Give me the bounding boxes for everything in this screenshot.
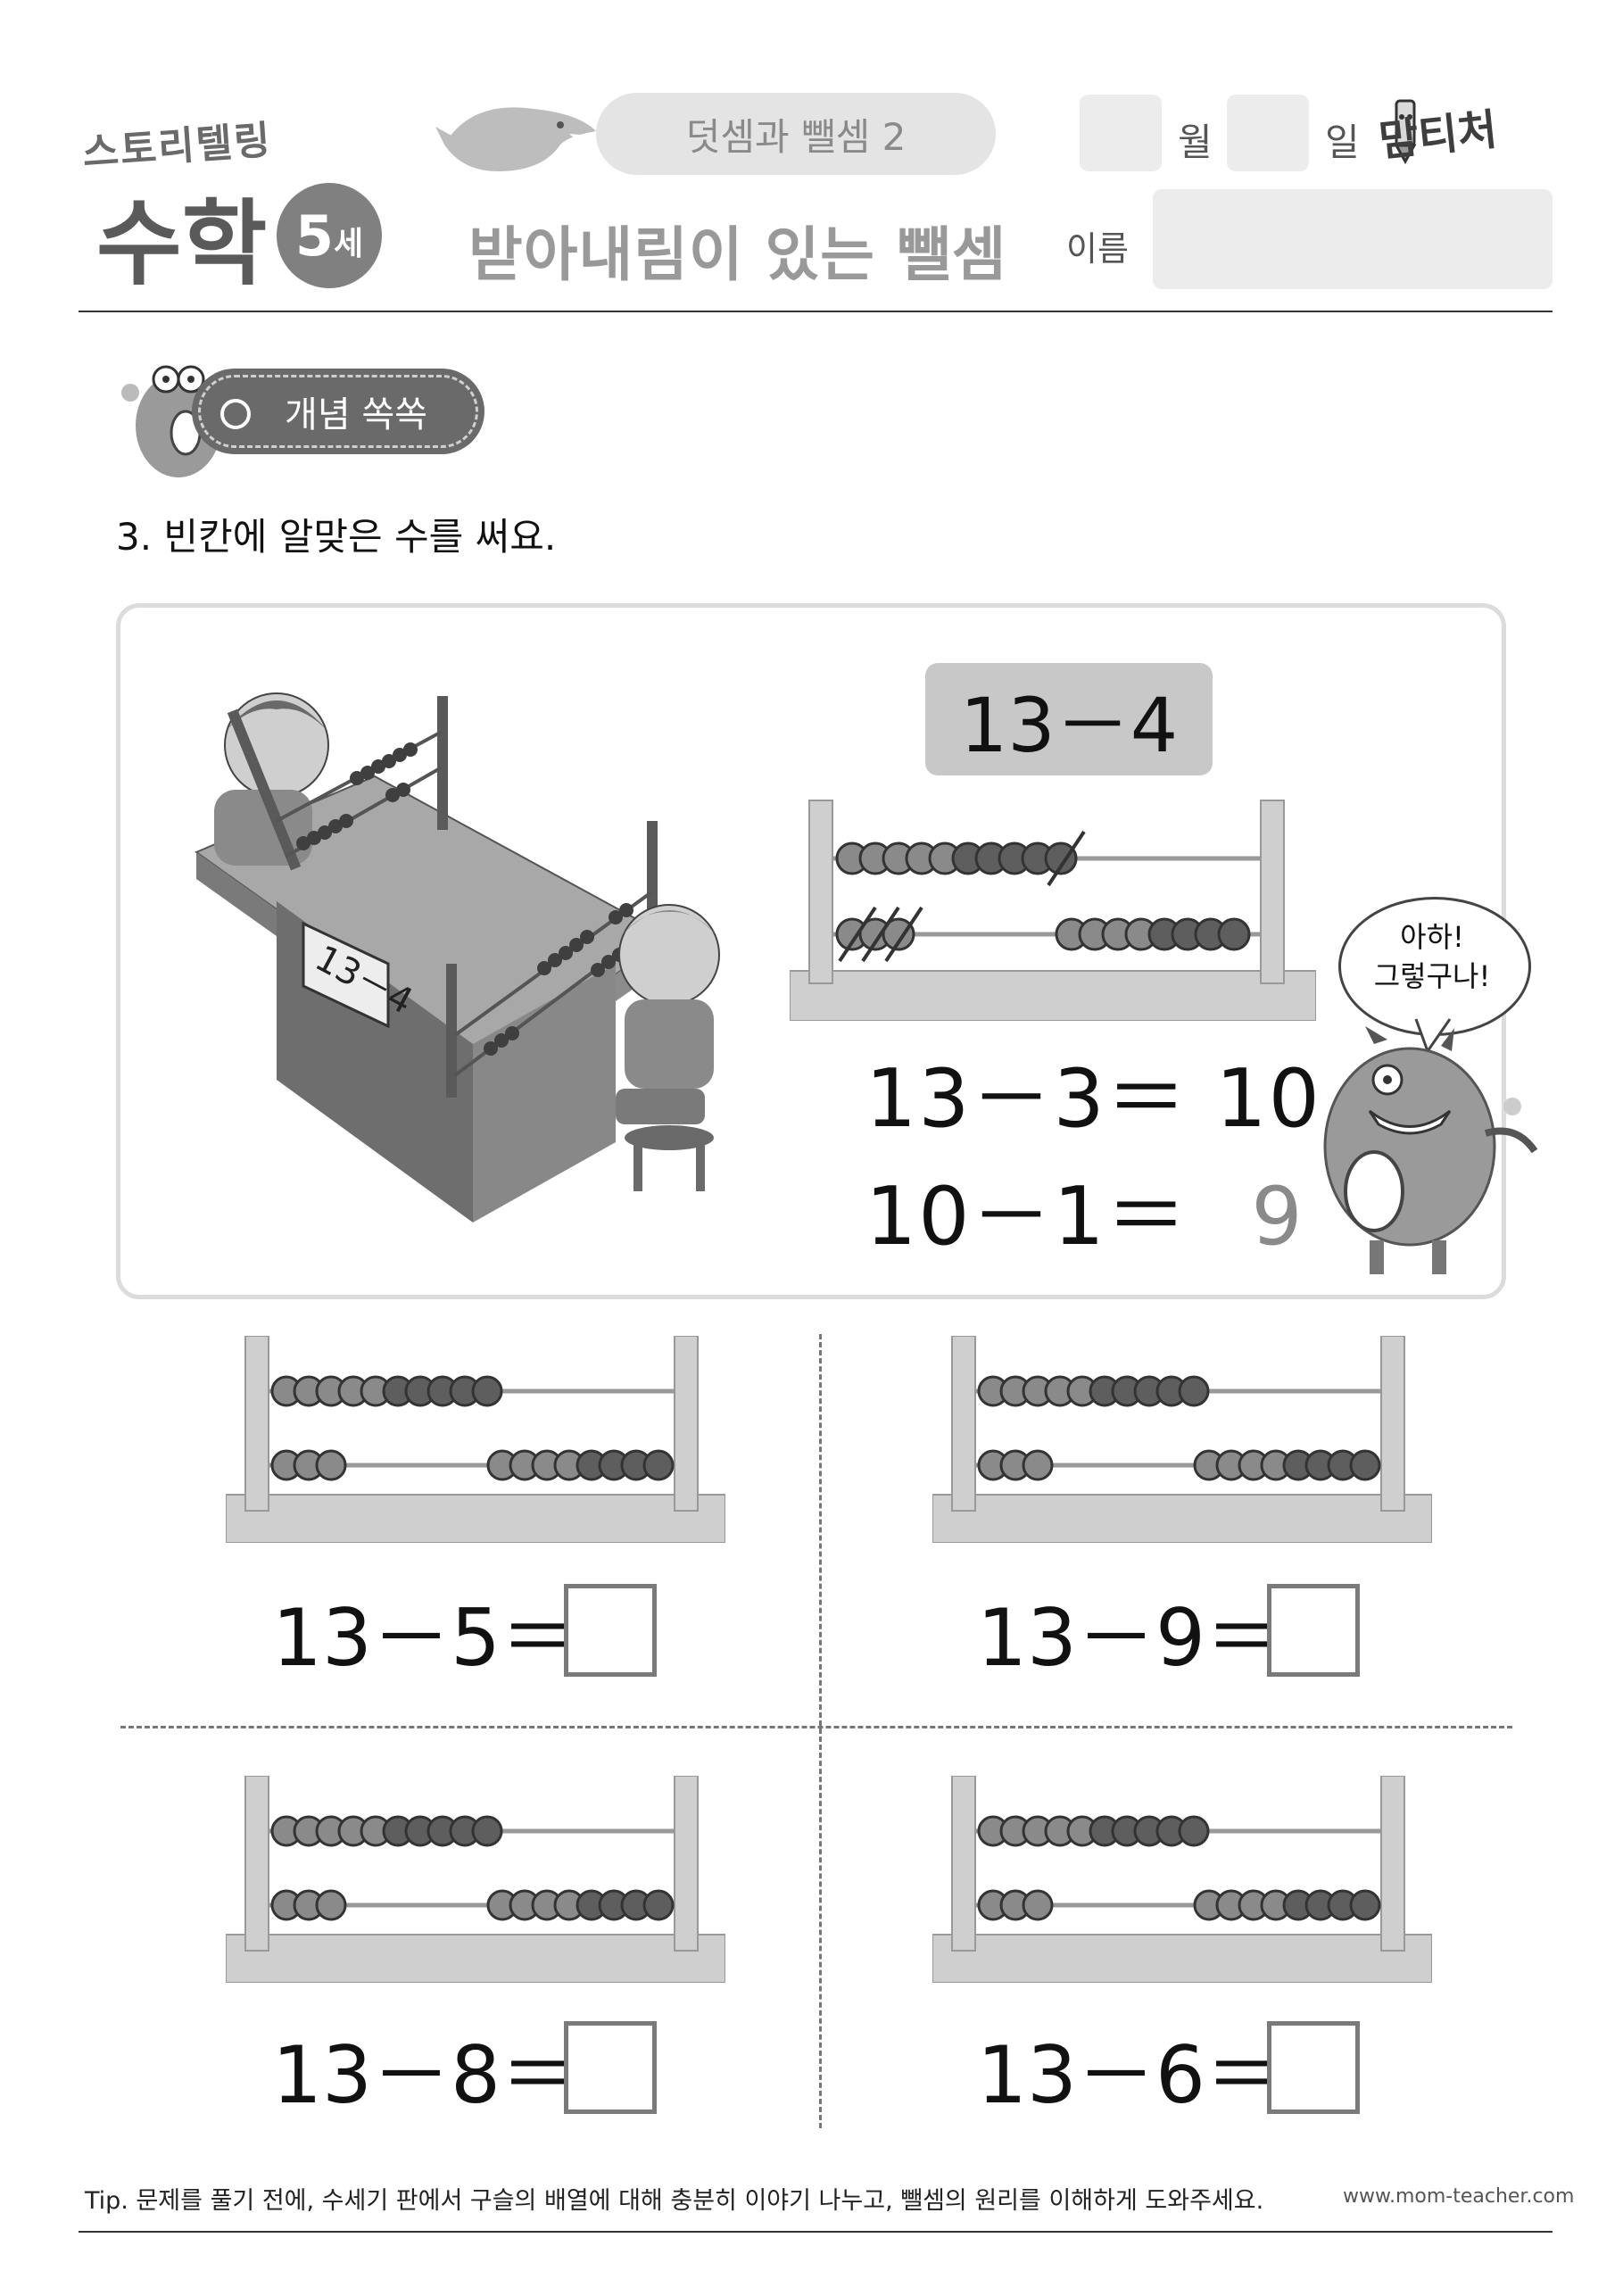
example-abacus — [790, 800, 1316, 1021]
pencil-mascot-icon — [1394, 99, 1417, 165]
problem2-abacus — [932, 1336, 1432, 1543]
horizontal-divider — [120, 1726, 1512, 1728]
speech-text: 아하! 그렇구나! — [1338, 917, 1526, 996]
topic-label: 덧셈과 뺄셈 2 — [596, 93, 996, 175]
name-field[interactable] — [1153, 189, 1553, 289]
website-link[interactable]: www.mom-teacher.com — [1343, 2185, 1575, 2208]
problem3-expression: 13－8＝ — [272, 2029, 579, 2121]
problem4-expression: 13－6＝ — [977, 2029, 1284, 2121]
concept-badge-label: 개념 쏙쏙 — [285, 394, 427, 435]
tip-text: Tip. 문제를 풀기 전에, 수세기 판에서 구슬의 배열에 대해 충분히 이… — [85, 2187, 1264, 2215]
logo-title: 수학 — [96, 189, 268, 298]
problem4-answer-box[interactable] — [1267, 2021, 1360, 2114]
speech-line1: 아하! — [1400, 920, 1464, 954]
footer-divider — [79, 2231, 1553, 2233]
example-expression: 13－4 — [925, 663, 1213, 775]
day-field[interactable] — [1227, 95, 1309, 171]
speech-line2: 그렇구나! — [1373, 959, 1491, 993]
age-unit: 세 — [334, 226, 364, 262]
page-title: 받아내림이 있는 뺄셈 — [468, 220, 1007, 289]
problem3-abacus — [226, 1776, 725, 1983]
step2-result: 9 — [1251, 1170, 1304, 1264]
month-label: 월 — [1178, 120, 1213, 164]
day-label: 일 — [1325, 120, 1360, 164]
problem1-expression: 13－5＝ — [272, 1592, 579, 1684]
whale-icon — [435, 107, 596, 171]
header-divider — [79, 311, 1553, 312]
problem2-answer-box[interactable] — [1267, 1584, 1360, 1677]
problem3-answer-box[interactable] — [564, 2021, 657, 2114]
monster-character-icon — [1323, 1026, 1538, 1274]
vertical-divider — [819, 1334, 822, 2128]
instruction-text: 3. 빈칸에 알맞은 수를 써요. — [116, 515, 557, 559]
step2-lhs: 10－1＝ — [865, 1170, 1188, 1264]
name-label: 이름 — [1066, 229, 1129, 269]
problem1-answer-box[interactable] — [564, 1584, 657, 1677]
step1-equation: 13－3＝ 10 — [865, 1033, 1321, 1149]
concept-badge: 개념 쏙쏙 — [192, 369, 484, 454]
step1-lhs: 13－3＝ — [865, 1052, 1188, 1146]
age-number: 5 — [294, 203, 334, 269]
problem1-abacus — [226, 1336, 725, 1543]
problem4-abacus — [932, 1776, 1432, 1983]
classroom-illustration: 13－4 — [194, 692, 720, 1223]
step1-result: 10 — [1215, 1052, 1321, 1146]
age-badge: 5 세 — [277, 183, 382, 288]
circle-icon — [220, 399, 251, 429]
step2-equation: 10－1＝ 9 — [865, 1151, 1304, 1267]
month-field[interactable] — [1080, 95, 1162, 171]
brand-logo: 맘티처 — [1376, 104, 1500, 167]
problem2-expression: 13－9＝ — [977, 1592, 1284, 1684]
